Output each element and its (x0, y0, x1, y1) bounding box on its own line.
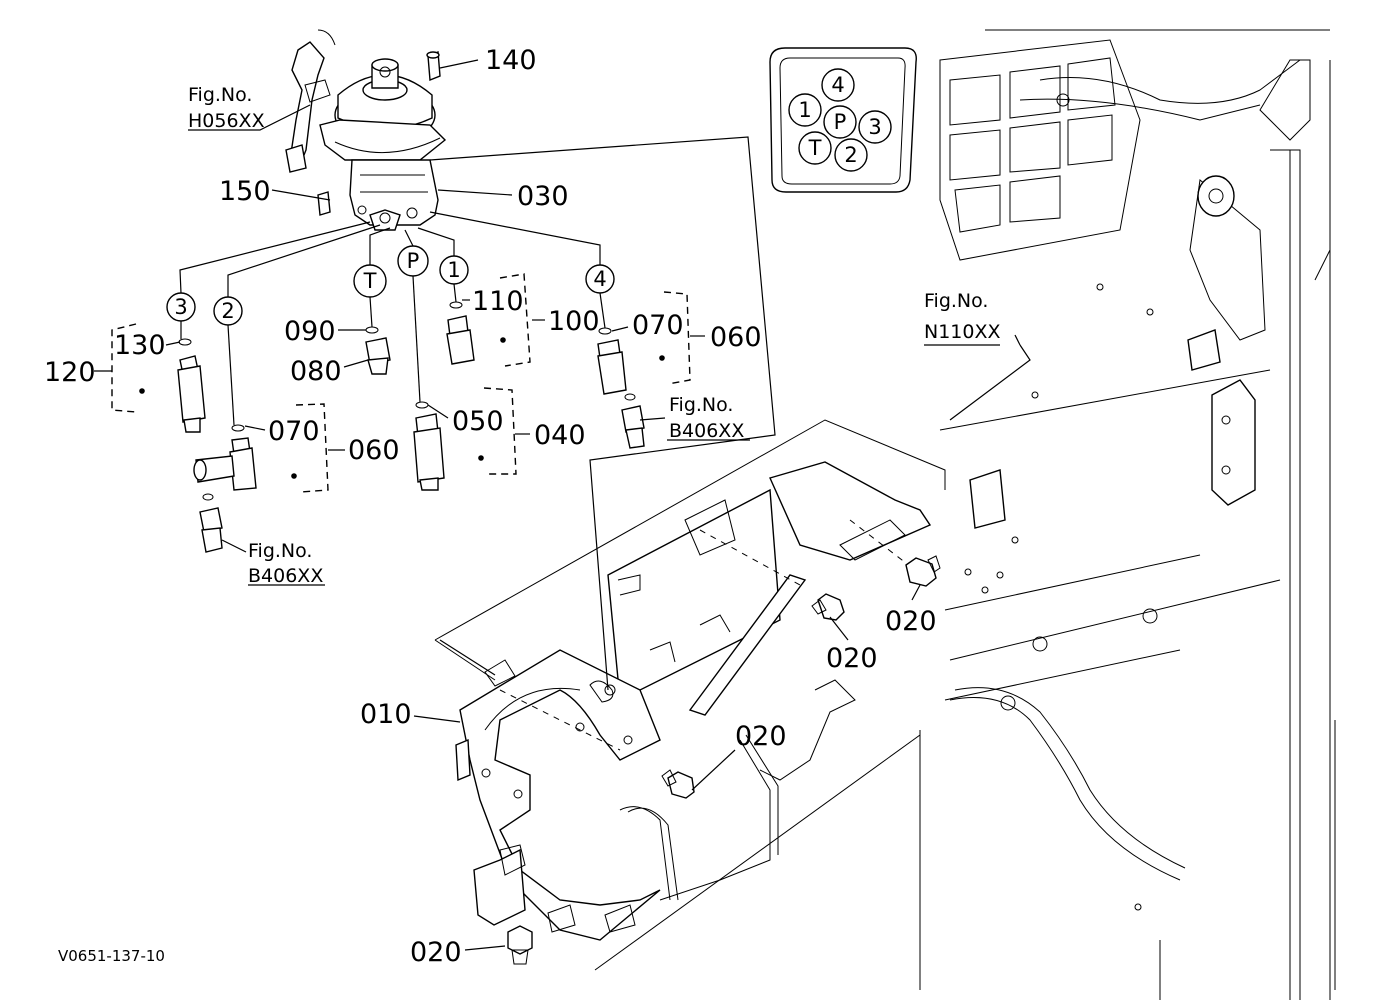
port-3: 3 (174, 295, 187, 319)
label-100: 100 (548, 306, 600, 337)
label-140: 140 (485, 45, 537, 76)
figure-references: Fig.No. H056XX Fig.No. N110XX Fig.No. B4… (188, 84, 1001, 587)
knob-020-d (507, 925, 533, 965)
knob-020-a (811, 593, 845, 621)
fig-ref-n110xx: N110XX (924, 321, 1001, 343)
port-2: 2 (221, 299, 234, 323)
port-t: T (363, 269, 377, 293)
legend-port-p: P (834, 110, 847, 134)
legend-port-1: 1 (798, 98, 811, 122)
port-legend: 4 1 P 3 T 2 (769, 47, 917, 193)
legend-port-t: T (808, 136, 822, 160)
fig-label-b406-left: Fig.No. (248, 540, 312, 562)
mounting-bracket (434, 419, 946, 971)
label-020-a: 020 (826, 643, 878, 674)
part-labels: 140 030 150 130 120 090 080 110 100 070 … (44, 45, 937, 968)
port-p: P (407, 249, 420, 273)
label-060-left: 060 (348, 435, 400, 466)
knob-set (507, 555, 941, 965)
label-020-d: 020 (410, 937, 462, 968)
legend-port-4: 4 (831, 73, 844, 97)
legend-port-3: 3 (868, 115, 881, 139)
label-090: 090 (284, 316, 336, 347)
label-070-right: 070 (632, 310, 684, 341)
label-150: 150 (219, 176, 271, 207)
fig-label-b406-right: Fig.No. (669, 394, 733, 416)
label-020-b: 020 (885, 606, 937, 637)
fig-ref-b406xx-right: B406XX (669, 420, 744, 442)
fig-label-h056: Fig.No. (188, 84, 252, 106)
label-020-c: 020 (735, 721, 787, 752)
fig-ref-h056xx: H056XX (188, 110, 265, 132)
cab-frame (919, 29, 1336, 1000)
knob-020-c (661, 769, 695, 799)
pilot-valve (285, 29, 447, 231)
label-060-right: 060 (710, 322, 762, 353)
label-070-left: 070 (268, 416, 320, 447)
fig-label-n110: Fig.No. (924, 290, 988, 312)
port-4: 4 (593, 267, 606, 291)
dashed-groups (111, 273, 691, 493)
label-010: 010 (360, 699, 412, 730)
fittings (177, 301, 645, 553)
label-130: 130 (114, 330, 166, 361)
label-030: 030 (517, 181, 569, 212)
label-080: 080 (290, 356, 342, 387)
port-1: 1 (447, 258, 460, 282)
leader-lines (94, 59, 1031, 951)
knob-020-b (905, 555, 941, 587)
fig-ref-b406xx-left: B406XX (248, 565, 323, 587)
label-050: 050 (452, 406, 504, 437)
drawing-id: V0651-137-10 (58, 947, 165, 965)
label-120: 120 (44, 357, 96, 388)
label-110: 110 (472, 286, 524, 317)
port-markers: 3 2 T P 1 4 (166, 245, 615, 326)
legend-port-2: 2 (844, 143, 857, 167)
label-040: 040 (534, 420, 586, 451)
